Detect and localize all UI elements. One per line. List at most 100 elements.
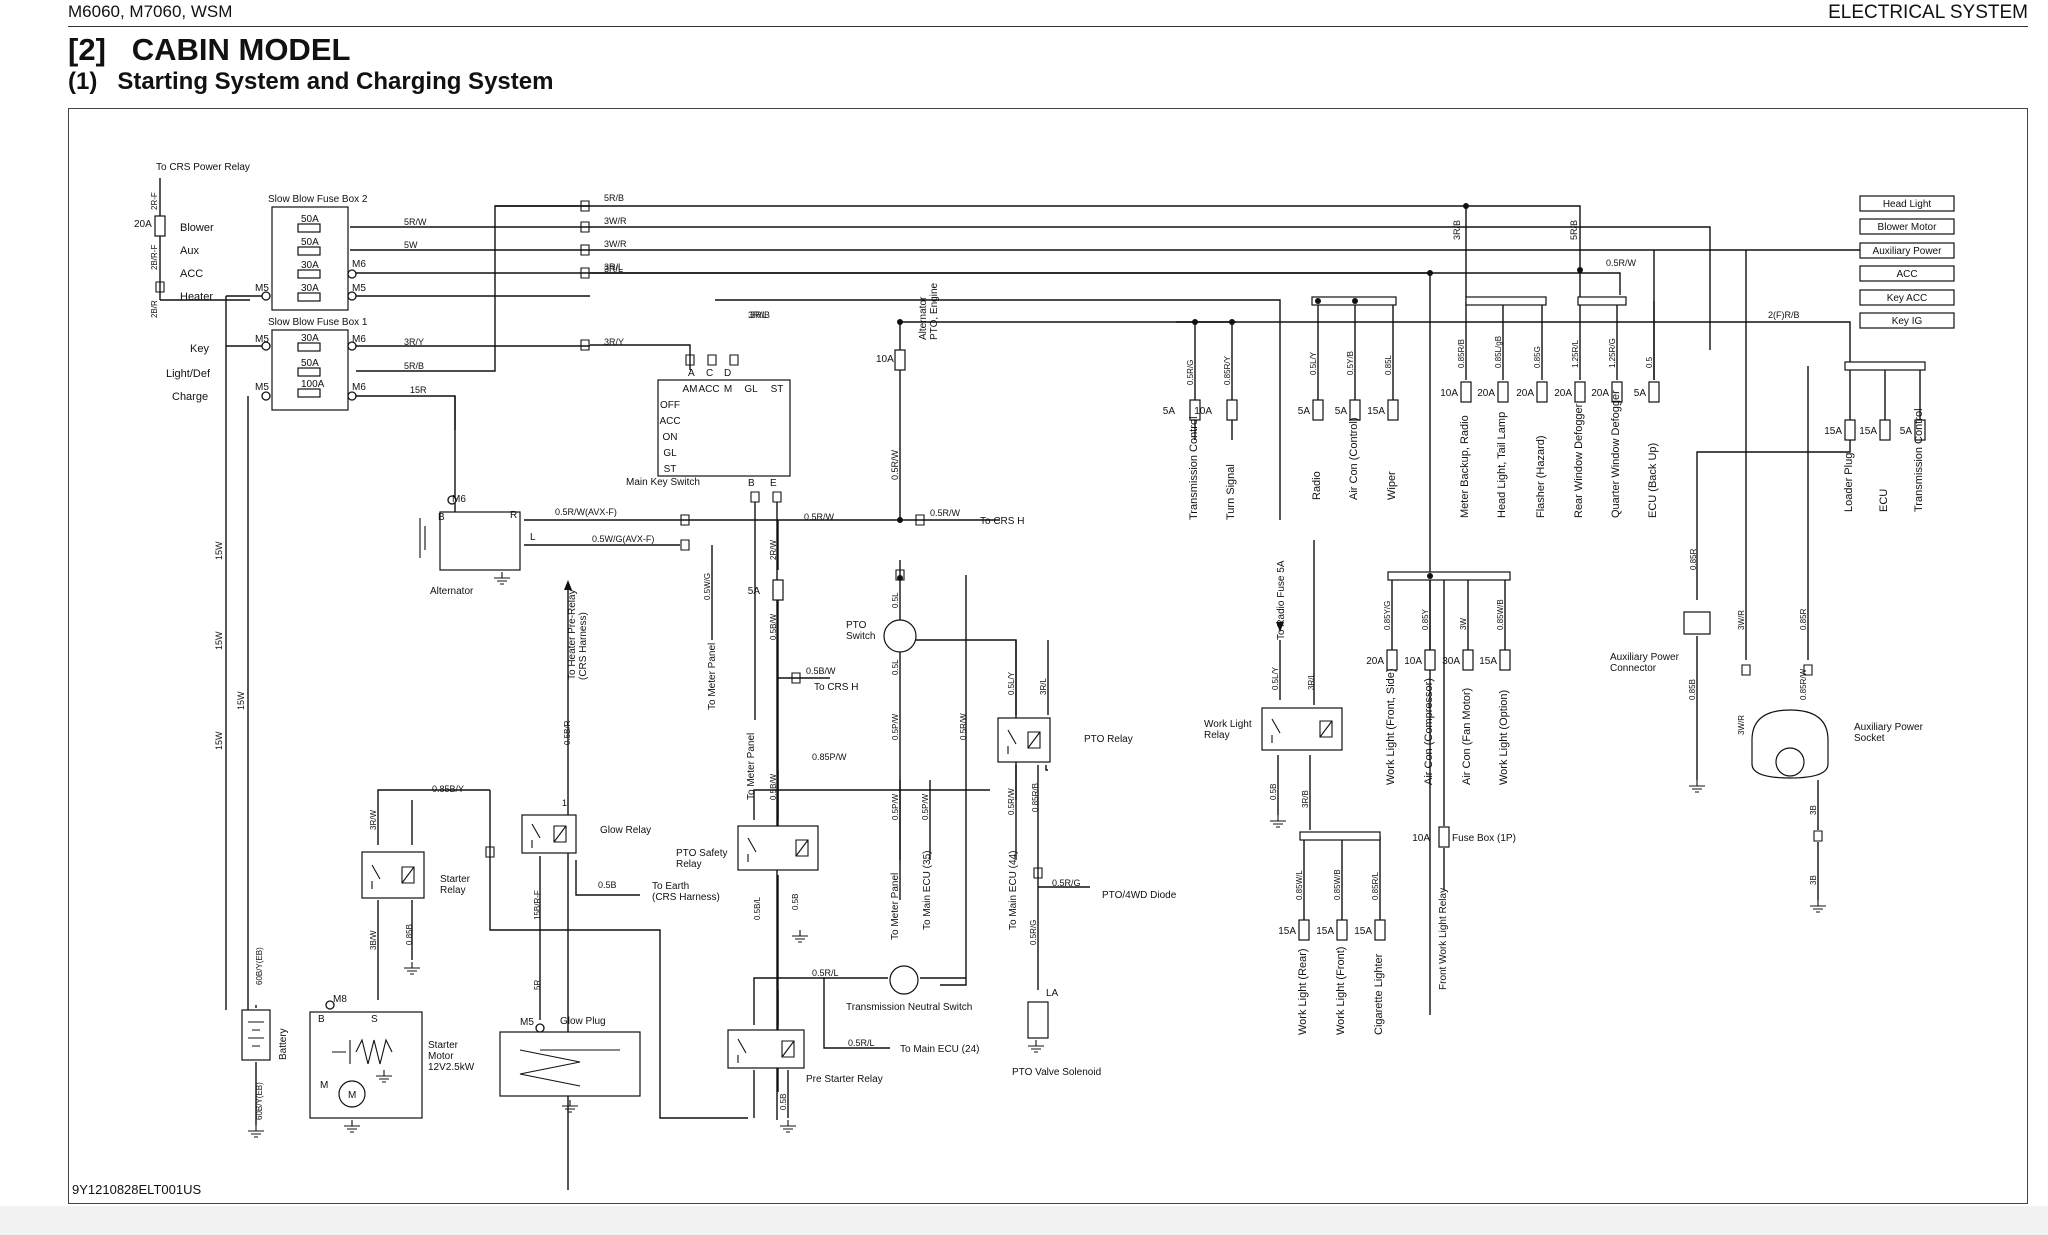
fg3-fuse-0 [1460,381,1472,403]
work-light-relay-coil [1319,720,1333,738]
fg3-fuse-2 [1536,381,1548,403]
alt-junction [897,517,903,523]
wire-label-2frb: 2(F)R/B [1768,310,1800,320]
starter-b: B [318,1014,325,1025]
fuse-20a-label: 20A [134,219,152,230]
fg5-j [1427,573,1433,579]
glow-plug-term [535,1023,545,1033]
fg1-rating-0: 5A [1163,406,1176,417]
starter-mm: M [348,1090,356,1101]
alt-m6: M6 [452,494,466,505]
starter-relay-ground [404,962,420,975]
fuse-box-1p: Fuse Box (1P) [1452,833,1516,844]
fusebox2-circuit-0: Blower [180,222,214,234]
tns-body [889,965,919,995]
junction-3rl [1427,270,1433,276]
pto-sol-ground [1028,1040,1044,1053]
pto-relay-w2: 3R/L [1039,678,1048,695]
fusebox2-circuit-2: ACC [180,268,203,280]
fg3-wirelabel-3: 1.25R/L [1571,339,1580,368]
fg3-wirelabel-5: 0.5 [1645,356,1654,368]
fg2-wires [1317,301,1394,400]
aux-socket-body [1751,709,1829,779]
starter-armature [338,1080,366,1108]
fg3-rating-4: 20A [1591,388,1609,399]
fg1-j2 [1229,319,1235,325]
glow-earth-wire [575,860,640,896]
fusebox1-charge: Charge [172,391,208,403]
fusebox2-rating-3: 30A [301,283,319,294]
fg3-rating-1: 20A [1477,388,1495,399]
alternator-title: Alternator [430,586,474,597]
alt-wire-l: 0.5W/G(AVX-F) [592,534,654,544]
fg5-fuse-0 [1386,649,1398,671]
glow-relay [521,814,577,854]
wire-label-3rb: 3R/B [750,310,770,320]
fusebox1-m6-bot: M6 [352,382,366,393]
wl-fuse-2 [1374,919,1386,941]
right-label-box-1 [1859,218,1955,235]
starter-m8: M8 [333,994,347,1005]
ks-conn-d [729,354,739,366]
aux-socket-conn-2 [1803,664,1813,676]
wire-label-05rw: 0.5R/W [1606,258,1637,268]
pto-w1: 0.5L [891,592,900,608]
fg2-j2 [1352,298,1358,304]
junction-5rb [1577,267,1583,273]
fg3-rating-2: 20A [1516,388,1534,399]
pto-safety-w6: 0.5P/W [921,793,930,820]
front-work-light-relay: Front Work Light Relay [1438,888,1449,990]
pto-w3: 0.5P/W [891,713,900,740]
fg3-wirelabel-0: 0.85R/B [1457,339,1466,368]
fg1-rating-1: 10A [1194,406,1212,417]
wl-rating-0: 15A [1278,926,1296,937]
fg2-wire-2: 0.85L [1384,354,1393,375]
fusebox1-rating-2: 100A [301,379,325,390]
fusebox1-fuse-0 [297,342,321,352]
fg1-label-1: Turn Signal [1225,464,1237,520]
right-label-3: ACC [1896,269,1917,280]
wl-out [1277,755,1311,830]
wire-label-2: 5W [404,240,418,250]
ks-col-3: GL [744,384,758,395]
fg2-label-2: Wiper [1386,471,1398,500]
section-title: [2] CABIN MODEL [68,32,351,67]
glow-plug-title: Glow Plug [560,1016,606,1027]
starter-m8-term [325,1000,335,1010]
to-radio-fuse: To Radio Fuse 5A [1276,560,1287,640]
fusebox2-rating-0: 50A [301,214,319,225]
pre-starter-relay [727,1029,805,1069]
pto-relay-w6: 0.5R/G [1029,920,1038,945]
starter-m: M [320,1080,328,1091]
aux-socket-conn-1 [1741,664,1751,676]
ks-term-D: D [724,368,731,379]
fg3-label-5: ECU (Back Up) [1647,443,1659,518]
fg1-wires [1194,322,1233,400]
aux-w8-label: 3B [1809,875,1818,885]
fusebox1-fuse-1 [297,367,321,377]
pre-starter-ground [780,1120,796,1133]
fg4-rating-1: 15A [1859,426,1877,437]
aux-w6-label: 0.85R/W [1799,668,1808,700]
pto-relay-w5: 0.5R/G [1052,878,1081,888]
alt-l: L [530,532,536,543]
aux-connector [1683,611,1711,635]
alt-m6-term [447,495,457,505]
to-crs-h-2: To CRS H [814,682,858,693]
ks-col-0: AM [683,384,698,395]
pto-w2: 0.5L [891,659,900,675]
ks-conn-b [750,491,760,503]
fg5-rating-1: 10A [1404,656,1422,667]
page-bottom-band [0,1206,2048,1235]
wire-label-6: 5R/B [404,361,424,371]
pto-relay-title: PTO Relay [1084,734,1133,745]
alt-wires [454,396,1000,546]
starter-relay-w3: 3B/W [369,930,378,950]
alternator-body [439,511,521,571]
pto-safety-w4: 0.5B [791,894,800,910]
fusebox1-rating-1: 50A [301,358,319,369]
